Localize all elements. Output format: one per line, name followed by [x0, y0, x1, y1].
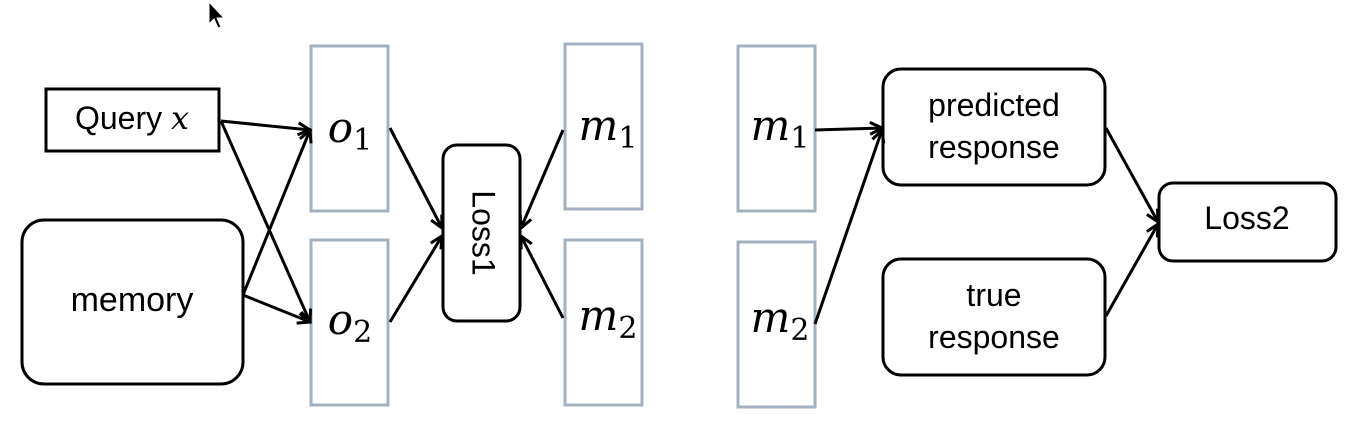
memory-vector-m2-right: m2 — [736, 240, 817, 409]
edge-m1-to-loss1 — [521, 129, 565, 228]
edge-m1-to-predicted — [814, 128, 882, 130]
edge-o2-to-loss1 — [388, 236, 442, 323]
predicted-line2: response — [928, 129, 1060, 165]
edges — [219, 119, 1158, 325]
m1-right-label: m1 — [751, 101, 810, 156]
m2-left-label: m2 — [579, 291, 638, 346]
mouse-cursor-icon — [208, 0, 226, 29]
edge-predicted-to-loss2 — [1104, 127, 1158, 222]
o1-label: o1 — [328, 103, 372, 158]
edge-m2-to-predicted — [813, 130, 882, 325]
edge-m2-to-loss1 — [521, 236, 565, 319]
edge-o1-to-loss1 — [388, 127, 442, 228]
loss2-label: Loss2 — [1204, 200, 1289, 236]
loss1-node: Loss1 — [441, 143, 522, 323]
predicted-line1: predicted — [928, 87, 1060, 123]
edge-query-to-o2 — [219, 120, 310, 322]
m1-left-label: m1 — [579, 101, 638, 156]
memory-vector-m2-left: m2 — [563, 238, 644, 407]
query-node: Query x — [44, 87, 221, 153]
memory-vector-m1-left: m1 — [563, 42, 644, 211]
memory-label: memory — [71, 281, 194, 319]
edge-query-to-o1 — [220, 119, 310, 130]
memory-vector-m1-right: m1 — [736, 44, 817, 213]
true-line1: true — [966, 277, 1021, 313]
output-vector-o2: o2 — [309, 238, 390, 407]
edge-memory-to-o2 — [242, 293, 310, 322]
query-label: Query x — [75, 99, 189, 137]
true-line2: response — [928, 319, 1060, 355]
m2-right-label: m2 — [751, 293, 810, 348]
memory-node: memory — [20, 218, 245, 386]
loss1-label: Loss1 — [466, 190, 502, 275]
predicted-response-node: predicted response — [881, 67, 1107, 187]
edge-true-to-loss2 — [1104, 224, 1158, 317]
loss2-node: Loss2 — [1157, 181, 1338, 263]
edge-memory-to-o1 — [241, 130, 310, 296]
o2-label: o2 — [328, 295, 372, 350]
output-vector-o1: o1 — [309, 44, 390, 213]
true-response-node: true response — [881, 257, 1107, 377]
